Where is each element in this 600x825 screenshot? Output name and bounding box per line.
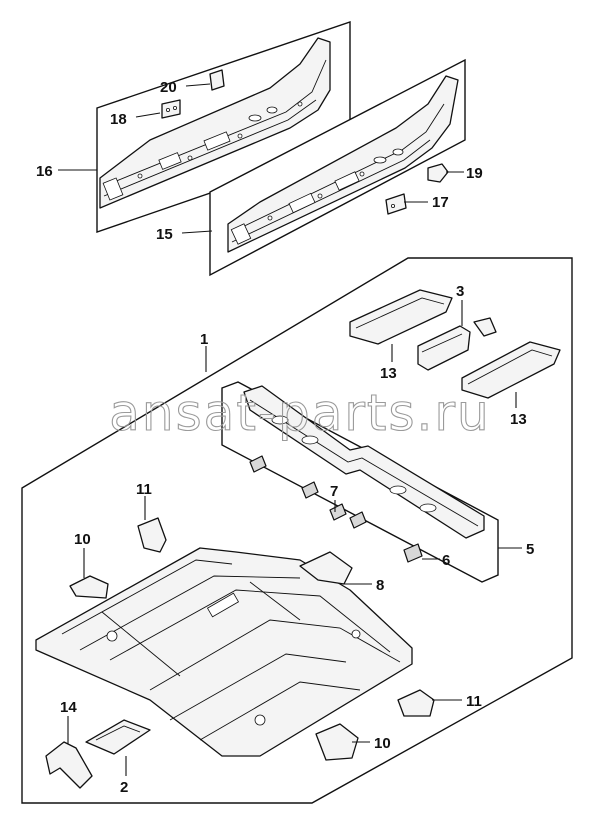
- leader-lines: [58, 83, 522, 776]
- part-bracket-19: [427, 163, 449, 183]
- callout-10-right: 10: [374, 735, 391, 752]
- part-side-sill-15: [227, 75, 459, 253]
- part-rail-13-upper: [349, 289, 453, 345]
- part-bracket-11-right: [397, 689, 435, 717]
- callout-19: 19: [466, 165, 483, 182]
- frame-crossmember-5: [221, 381, 499, 583]
- watermark-text: ansat-parts.ru: [109, 384, 490, 442]
- callout-8: 8: [376, 577, 384, 594]
- part-bracket-14: [45, 741, 93, 789]
- part-bracket-20: [209, 69, 225, 91]
- part-floor-pan: [35, 547, 413, 757]
- callout-11-right: 11: [466, 693, 482, 710]
- callout-17: 17: [432, 194, 449, 211]
- part-plate-2: [85, 719, 151, 755]
- callout-3: 3: [456, 283, 464, 300]
- part-bracket-17: [385, 193, 407, 215]
- callout-13-lower: 13: [510, 411, 527, 428]
- part-bracket-18: [161, 99, 181, 119]
- callout-5: 5: [526, 541, 534, 558]
- part-bracket-11-left: [137, 517, 167, 553]
- callout-10-left: 10: [74, 531, 91, 548]
- part-rail-13-lower: [461, 341, 561, 399]
- callout-20: 20: [160, 79, 177, 96]
- part-crossmember-5: [243, 385, 485, 539]
- callout-16: 16: [36, 163, 53, 180]
- callout-6: 6: [442, 552, 450, 569]
- part-bracket-10-right: [315, 723, 359, 761]
- part-clip-group-6-7: [249, 455, 423, 563]
- part-bracket-3: [417, 317, 497, 371]
- callout-18: 18: [110, 111, 127, 128]
- part-bracket-8: [299, 551, 353, 585]
- part-side-sill-16: [99, 37, 331, 209]
- callout-15: 15: [156, 226, 173, 243]
- callout-7: 7: [330, 483, 338, 500]
- callout-1: 1: [200, 331, 208, 348]
- callout-14: 14: [60, 699, 77, 716]
- callout-2: 2: [120, 779, 128, 796]
- callout-11-left: 11: [136, 481, 152, 498]
- callout-13-upper: 13: [380, 365, 397, 382]
- part-bracket-10-left: [69, 575, 109, 599]
